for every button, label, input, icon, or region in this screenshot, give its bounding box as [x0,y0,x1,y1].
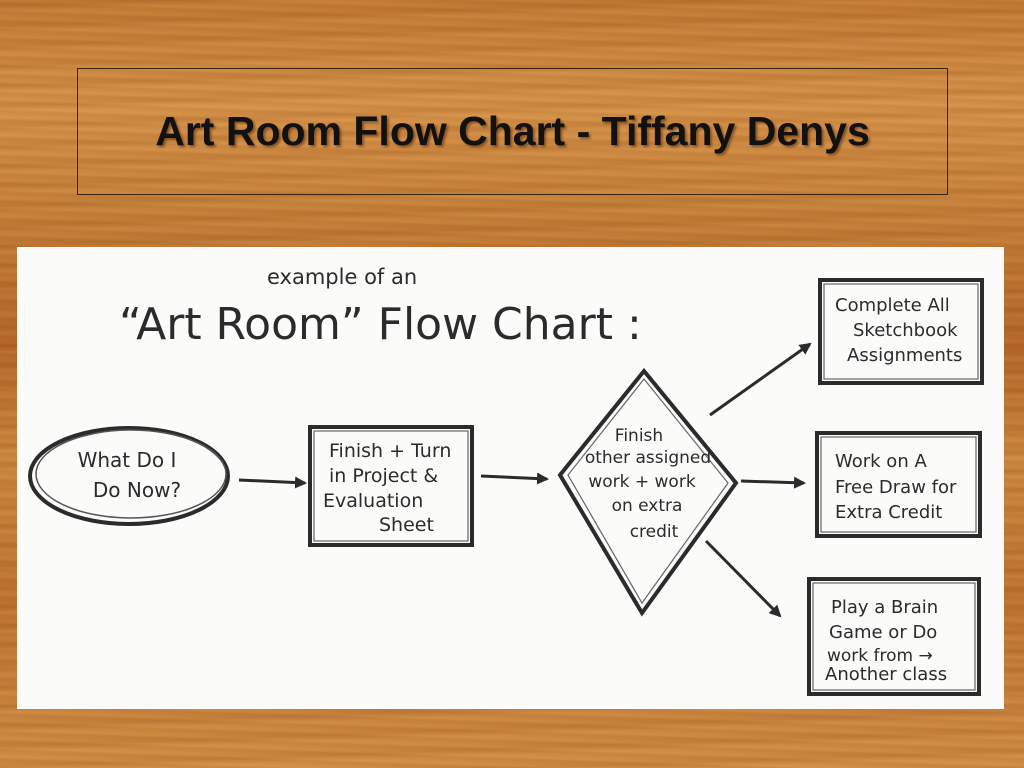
arrow-decision-to-outcome-2 [740,476,806,489]
arrow-step-to-decision [480,472,549,485]
outcome-1-line-1: Complete All [835,295,950,316]
outcome-3-line-1: Play a Brain [831,597,938,618]
caption-large: “Art Room” Flow Chart : [119,299,642,350]
step-node-line-3: Evaluation [323,490,423,512]
arrow-start-to-step [238,476,307,489]
step-node-line-2: in Project & [329,465,438,487]
step-node-line-4: Sheet [379,514,434,536]
slide-title: Art Room Flow Chart - Tiffany Denys [155,108,870,154]
outcome-2-line-3: Extra Credit [835,502,942,523]
decision-node-line-4: on extra [612,496,683,516]
arrow-decision-to-outcome-3 [704,539,782,618]
decision-node-line-5: credit [630,522,679,542]
outcome-1-line-2: Sketchbook [853,320,958,341]
flow-chart-sheet: example of an “Art Room” Flow Chart : Wh… [17,247,1004,709]
flow-chart-drawing: example of an “Art Room” Flow Chart : Wh… [28,265,984,696]
arrow-decision-to-outcome-1 [709,342,812,417]
outcome-3-line-4: Another class [825,664,947,685]
decision-node-line-3: work + work [588,472,695,492]
decision-node-line-2: other assigned [585,448,711,468]
step-node-line-1: Finish + Turn [329,440,451,462]
start-node: What Do I Do Now? [28,426,230,526]
outcome-3-line-3: work from → [827,646,933,666]
outcome-node-3: Play a Brain Game or Do work from → Anot… [807,577,981,696]
start-node-line-2: Do Now? [93,478,181,502]
caption-small: example of an [267,265,417,289]
decision-node: Finish other assigned work + work on ext… [557,367,739,617]
start-node-line-1: What Do I [78,448,177,472]
outcome-node-1: Complete All Sketchbook Assignments [818,278,984,385]
outcome-3-line-2: Game or Do [829,622,937,643]
step-node: Finish + Turn in Project & Evaluation Sh… [308,425,474,547]
outcome-2-line-2: Free Draw for [835,477,957,498]
outcome-node-2: Work on A Free Draw for Extra Credit [815,431,982,538]
decision-node-line-1: Finish [615,426,663,446]
outcome-1-line-3: Assignments [847,345,962,366]
title-box: Art Room Flow Chart - Tiffany Denys [77,68,948,195]
outcome-2-line-1: Work on A [835,451,927,472]
